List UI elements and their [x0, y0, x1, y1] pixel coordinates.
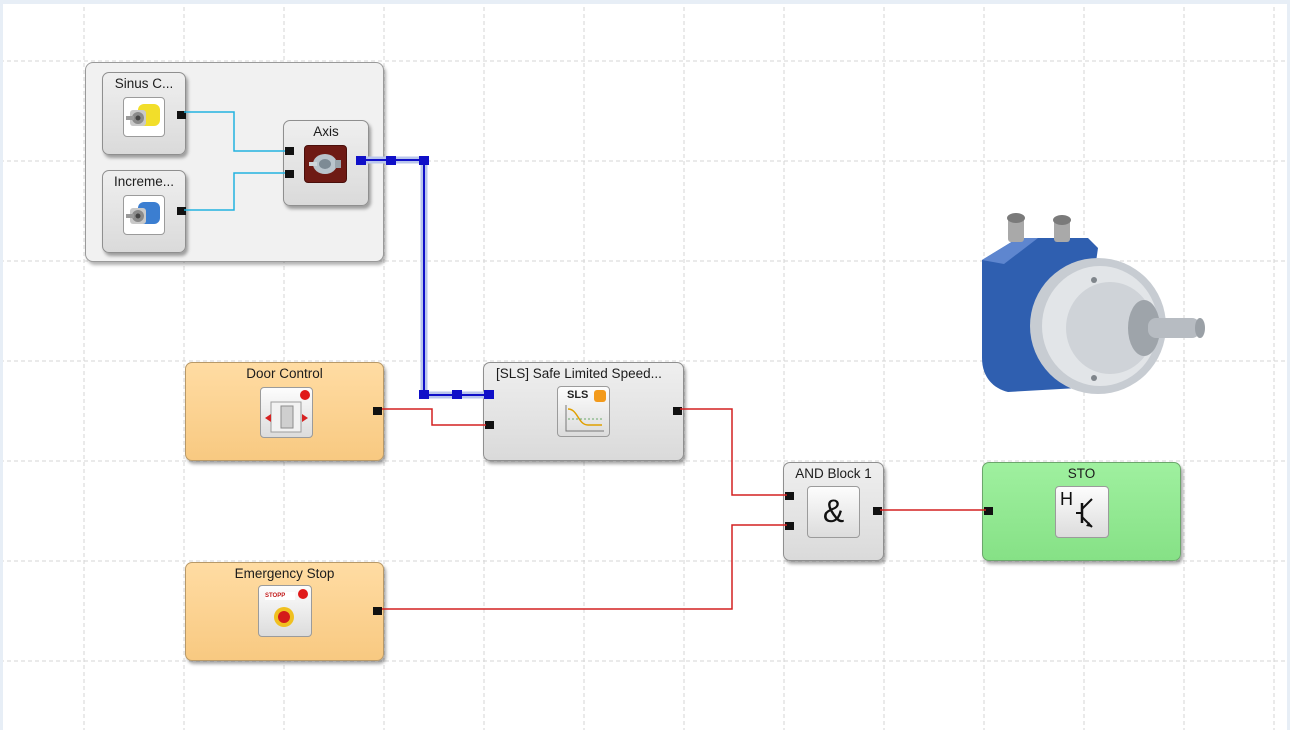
- sto-block[interactable]: STO H: [982, 462, 1181, 561]
- sto-icon: H: [1055, 486, 1109, 538]
- sto-input-port[interactable]: [984, 507, 993, 515]
- stopp-label: STOPP: [265, 593, 286, 599]
- sls-output-port[interactable]: [673, 407, 682, 415]
- sls-input-port[interactable]: [485, 421, 494, 429]
- and-block-title: AND Block 1: [795, 466, 872, 481]
- door-control-output-port[interactable]: [373, 407, 382, 415]
- axis-input-port-2[interactable]: [285, 170, 294, 178]
- and-input-port-1[interactable]: [785, 492, 794, 500]
- sto-title: STO: [1067, 466, 1096, 481]
- door-control-title: Door Control: [246, 366, 323, 381]
- axis-input-port-1[interactable]: [285, 147, 294, 155]
- and-input-port-2[interactable]: [785, 522, 794, 530]
- sto-symbol: H: [1060, 489, 1073, 509]
- incremental-encoder-block[interactable]: Increme...: [102, 170, 186, 253]
- sinus-encoder-title: Sinus C...: [114, 76, 174, 91]
- blue-wire-handle-2[interactable]: [419, 156, 429, 165]
- blue-wire-handle-1[interactable]: [386, 156, 396, 165]
- emergency-stop-output-port[interactable]: [373, 607, 382, 615]
- axis-output-port[interactable]: [356, 156, 366, 165]
- door-control-block[interactable]: Door Control: [185, 362, 384, 461]
- emergency-stop-icon: STOPP: [258, 585, 312, 637]
- incremental-encoder-title: Increme...: [113, 174, 175, 189]
- emergency-stop-block[interactable]: Emergency Stop STOPP: [185, 562, 384, 661]
- emergency-stop-title: Emergency Stop: [234, 566, 335, 581]
- and-block-icon: &: [807, 486, 860, 538]
- canvas-right-border: [1287, 0, 1290, 730]
- and-symbol: &: [822, 493, 845, 529]
- and-block[interactable]: AND Block 1 &: [783, 462, 884, 561]
- incremental-encoder-output-port[interactable]: [177, 207, 186, 215]
- door-control-icon: [260, 387, 313, 438]
- sls-icon-label: SLS: [567, 389, 589, 401]
- sls-axis-input-port[interactable]: [484, 390, 494, 399]
- encoder-product-image: [982, 213, 1205, 394]
- axis-title: Axis: [313, 124, 339, 139]
- sinus-encoder-block[interactable]: Sinus C...: [102, 72, 186, 155]
- canvas-left-border: [0, 0, 3, 730]
- sinus-encoder-output-port[interactable]: [177, 111, 186, 119]
- sls-icon: SLS: [557, 386, 610, 437]
- canvas-top-border: [0, 0, 1290, 4]
- incremental-encoder-icon: [123, 195, 165, 235]
- sinus-encoder-icon: [123, 97, 165, 137]
- axis-icon: [304, 145, 347, 183]
- sls-block[interactable]: [SLS] Safe Limited Speed... SLS: [483, 362, 684, 461]
- blue-wire-handle-4[interactable]: [452, 390, 462, 399]
- blue-wire-handle-3[interactable]: [419, 390, 429, 399]
- and-output-port[interactable]: [873, 507, 882, 515]
- sls-title: [SLS] Safe Limited Speed...: [496, 366, 662, 381]
- axis-block[interactable]: Axis: [283, 120, 369, 206]
